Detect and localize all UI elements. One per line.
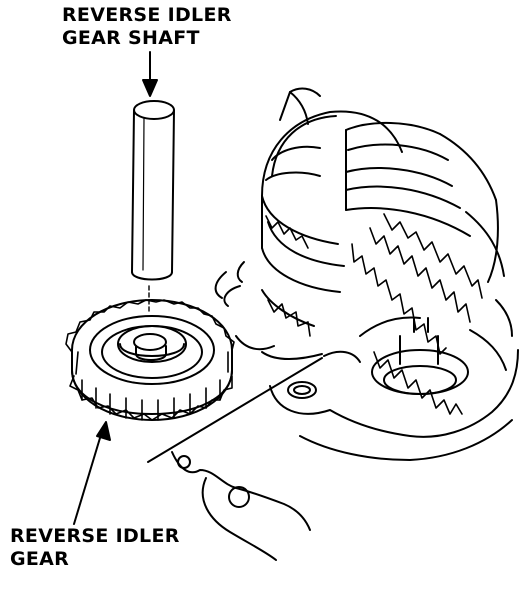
reverse-idler-gear-teeth xyxy=(65,299,235,421)
shaft-callout-arrow xyxy=(142,51,158,97)
gear-teeth-cluster xyxy=(265,213,483,415)
gear-cluster xyxy=(214,87,505,395)
reverse-idler-gear-label: REVERSE IDLER GEAR xyxy=(10,525,180,570)
reverse-idler-gear-shaft xyxy=(131,100,175,313)
reverse-idler-gear-shaft-label: REVERSE IDLER GEAR SHAFT xyxy=(62,4,232,49)
transmission-case xyxy=(147,299,519,561)
gear-callout-arrow xyxy=(73,421,111,525)
